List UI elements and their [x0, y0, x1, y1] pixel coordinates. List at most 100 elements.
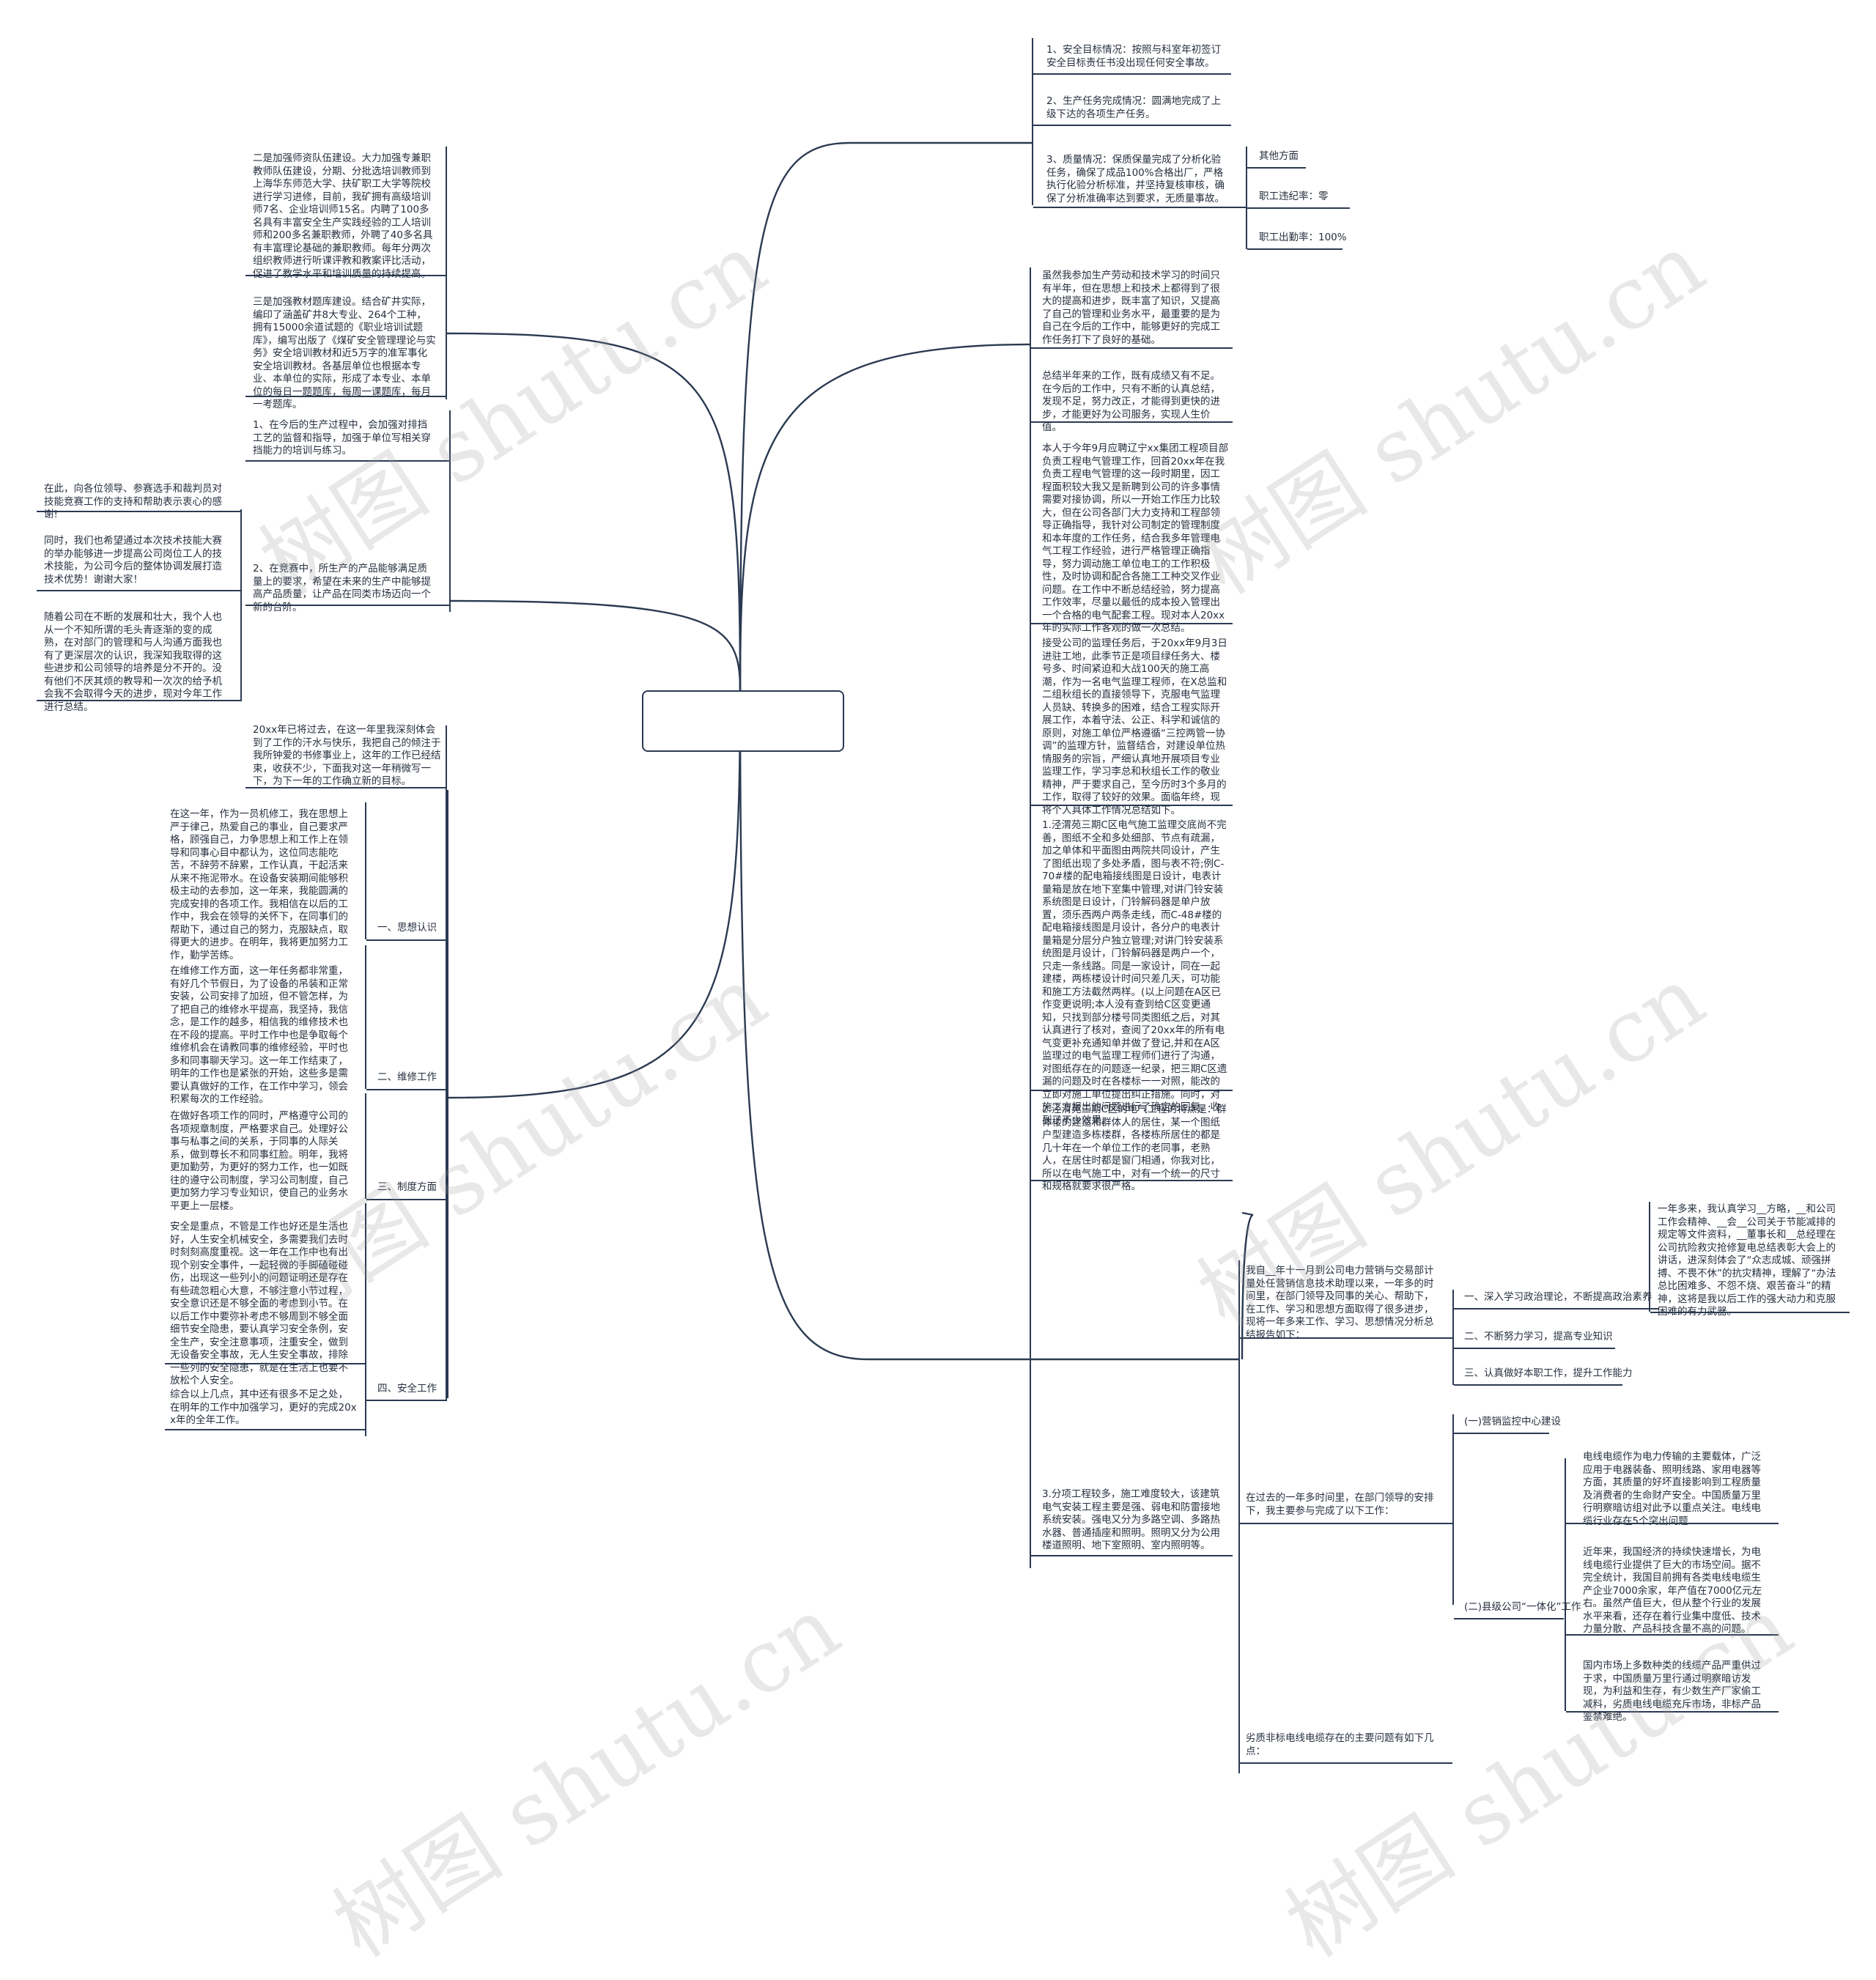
summary-para-5: 1.泾渭苑三期C区电气施工监理交底尚不完善，图纸不全和多处细部、节点有疏漏，加之…	[1042, 819, 1227, 1126]
repair-section-3-underline	[366, 1199, 447, 1200]
report-item-politics[interactable]: 一、深入学习政治理论，不断提高政治素养	[1464, 1291, 1652, 1303]
repair-sections-bracket	[447, 790, 448, 1398]
report-items-bracket	[1452, 1290, 1454, 1385]
repair-section-4-bracket	[365, 1203, 366, 1436]
repair-section-3-label[interactable]: 三、制度方面	[377, 1181, 437, 1193]
summary-para-7-underline	[1031, 1555, 1233, 1556]
repair-section-1-label[interactable]: 一、思想认识	[377, 922, 437, 934]
cable-intro-underline	[1240, 1523, 1452, 1524]
summary-para-4-underline	[1031, 805, 1233, 806]
cable-detail-3: 国内市场上多数种类的线缆产品严重供过于求，中国质量万里行通过明察暗访发现，为利益…	[1583, 1660, 1761, 1723]
cable-detail-2: 近年来，我国经济的持续快速增长，为电线电缆行业提供了巨大的市场空间。据不完全统计…	[1583, 1546, 1762, 1635]
goal-sub-other-underline	[1247, 167, 1306, 169]
contest-thanks-bracket	[240, 509, 242, 701]
summary-para-4: 接受公司的监理任务后，于20xx年9月3日进驻工地，此季节正是项目绿任务大、楼号…	[1042, 638, 1227, 816]
goals-sub-bracket	[1246, 147, 1247, 249]
goal-item-1: 1、安全目标情况：按照与科室年初签订安全目标责任书没出现任何安全事故。	[1046, 44, 1222, 69]
cable-detail-3-underline	[1566, 1711, 1779, 1713]
contest-item-1-underline	[245, 460, 451, 462]
link-central-report	[739, 690, 1238, 1361]
report-intro-underline	[1240, 1337, 1452, 1339]
summary-bracket	[1030, 267, 1031, 1568]
contest-thanks-2: 同时，我们也希望通过本次技术技能大赛的举办能够进一步提高公司岗位工人的技术技能，…	[44, 535, 222, 585]
contest-thanks-1: 在此，向各位领导、参赛选手和裁判员对技能竞赛工作的支持和帮助表示衷心的感谢!	[44, 483, 222, 520]
cable-item-county-underline	[1454, 1618, 1564, 1619]
report-item-politics-underline	[1454, 1308, 1659, 1309]
cable-detail-1-underline	[1566, 1523, 1779, 1524]
cable-items-bracket	[1452, 1414, 1454, 1605]
goal-item-3-underline	[1033, 207, 1246, 208]
contest-thanks-3: 随着公司在不断的发展和壮大，我个人也从一个不知所谓的毛头青逐渐的变的成熟，在对部…	[44, 611, 222, 713]
summary-para-7: 3.分项工程较多，施工难度较大，该建筑电气安装工程主要是强、弱电和防雷接地系统安…	[1042, 1488, 1220, 1551]
contest-item-2-underline	[245, 605, 451, 606]
cable-problem-underline	[1240, 1762, 1452, 1764]
summary-para-1: 虽然我参加生产劳动和技术学习的时间只有半年，但在思想上和技术上都得到了很大的提高…	[1042, 270, 1220, 346]
cable-item-county[interactable]: (二)县级公司“一体化”工作	[1464, 1601, 1581, 1613]
summary-para-6-underline	[1031, 1180, 1233, 1181]
link-central-goals	[739, 141, 1033, 691]
repair-section-1-bracket	[365, 802, 366, 939]
repair-section-3-bracket	[365, 1093, 366, 1199]
cable-intro: 在过去的一年多时间里，在部门领导的安排下，我主要参与完成了以下工作：	[1246, 1492, 1434, 1517]
teachers-para-2: 三是加强教材题库建设。结合矿井实际，编印了涵盖矿井8大专业、264个工种，拥有1…	[253, 296, 436, 410]
goal-item-3: 3、质量情况：保质保量完成了分析化验任务，确保了成品100%合格出厂，严格执行化…	[1046, 154, 1225, 204]
summary-para-6: 2.泾渭苑三期C区的电气工程的特点是：群体楼的建造和群体人的居住，某一个图纸户型…	[1042, 1104, 1227, 1192]
repair-intro-underline	[245, 787, 447, 788]
repair-section-2-underline	[366, 1089, 447, 1090]
report-detail-bracket	[1649, 1202, 1650, 1312]
goal-sub-attendance: 职工出勤率：100%	[1259, 232, 1347, 243]
summary-para-3: 本人于今年9月应聘辽宁xx集团工程项目部负责工程电气管理工作，回首20xx年在我…	[1042, 443, 1229, 634]
report-item-study[interactable]: 二、不断努力学习，提高专业知识	[1464, 1331, 1613, 1342]
contest-thanks-3-underline	[37, 700, 242, 701]
goal-sub-other: 其他方面	[1259, 150, 1299, 162]
repair-section-4-label[interactable]: 四、安全工作	[377, 1383, 437, 1395]
report-item-work[interactable]: 三、认真做好本职工作，提升工作能力	[1464, 1367, 1633, 1379]
report-item-work-underline	[1454, 1384, 1622, 1386]
cable-details-bracket	[1565, 1458, 1566, 1711]
repair-section-4-text-underline	[165, 1363, 366, 1364]
cable-detail-1: 电线电缆作为电力传输的主要载体，广泛应用于电器装备、照明线路、家用电器等方面，其…	[1583, 1451, 1761, 1527]
repair-section-2-label[interactable]: 二、维修工作	[377, 1071, 437, 1083]
summary-para-3-underline	[1031, 623, 1233, 624]
repair-conclusion: 综合以上几点，其中还有很多不足之处，在明年的工作中加强学习，更好的完成20xx年…	[170, 1389, 357, 1426]
goal-item-1-underline	[1033, 73, 1231, 75]
repair-section-4-text: 安全是重点，不管是工作也好还是生活也好，人生安全机械安全，多需要我们去时时刻刻高…	[170, 1221, 348, 1386]
teachers-para-1: 二是加强师资队伍建设。大力加强专兼职教师队伍建设，分期、分批选培训教师到上海华东…	[253, 152, 433, 280]
contest-thanks-2-underline	[37, 590, 242, 591]
link-central-summary	[739, 343, 1030, 691]
summary-para-1-underline	[1031, 347, 1233, 349]
report-intro: 我自__年十一月到公司电力营销与交易部计量处任营销信息技术助理以来，一年多的时间…	[1246, 1265, 1434, 1341]
cable-detail-2-underline	[1566, 1634, 1779, 1636]
repair-bracket	[446, 725, 447, 1400]
teachers-para-1-underline	[245, 275, 447, 276]
cable-problem: 劣质非标电线电缆存在的主要问题有如下几点：	[1246, 1732, 1434, 1757]
summary-para-2: 总结半年来的工作，既有成绩又有不足。在今后的工作中，只有不断的认真总结，发现不足…	[1042, 370, 1220, 433]
contest-thanks-1-underline	[37, 511, 242, 512]
goal-sub-discipline: 职工违纪率：零	[1259, 191, 1329, 202]
contest-item-2: 2、在竞赛中，所生产的产品能够满足质量上的要求，希望在未来的生产中能够提高产品质…	[253, 563, 431, 613]
repair-section-3-text: 在做好各项工作的同时，严格遵守公司的各项规章制度，严格要求自己。处理好公事与私事…	[170, 1110, 348, 1212]
repair-section-1-text: 在这一年，作为一员机修工，我在思想上严于律己，热爱自己的事业，自己要求严格，顾强…	[170, 808, 348, 961]
mind-map-canvas: 1、安全目标情况：按照与科室年初签订安全目标责任书没出现任何安全事故。 2、生产…	[37, 38, 1850, 1976]
contest-bracket	[449, 410, 451, 612]
teachers-bracket	[446, 147, 447, 399]
contest-item-1: 1、在今后的生产过程中，会加强对排挡工艺的监督和指导，加强于单位写相关穿挡能力的…	[253, 419, 431, 457]
repair-section-2-bracket	[365, 945, 366, 1089]
repair-intro: 20xx年已将过去，在这一年里我深刻体会到了工作的汗水与快乐，我把自己的倾注于我…	[253, 724, 441, 787]
link-central-teachers	[446, 332, 742, 691]
central-topic-box[interactable]	[642, 690, 844, 752]
report-bracket	[1238, 1260, 1240, 1773]
link-report-split	[1241, 1211, 1254, 1360]
repair-conclusion-underline	[165, 1429, 366, 1430]
connector-lines	[446, 141, 1254, 1361]
goal-item-2-underline	[1033, 125, 1231, 126]
repair-section-4-underline	[366, 1400, 447, 1401]
report-detail-text: 一年多来，我认真学习__方略，__和公司工作会精神、__会__公司关于节能减排的…	[1658, 1203, 1836, 1318]
repair-section-2-text: 在维修工作方面，这一年任务都非常重，有好几个节假日，为了设备的吊装和正常安装，公…	[170, 965, 348, 1105]
report-detail-underline	[1650, 1312, 1850, 1313]
cable-item-monitor[interactable]: (一)营销监控中心建设	[1464, 1416, 1562, 1427]
summary-para-2-underline	[1031, 421, 1233, 423]
goal-sub-attendance-underline	[1247, 248, 1343, 250]
cable-item-monitor-underline	[1454, 1433, 1549, 1434]
report-item-study-underline	[1454, 1348, 1615, 1349]
